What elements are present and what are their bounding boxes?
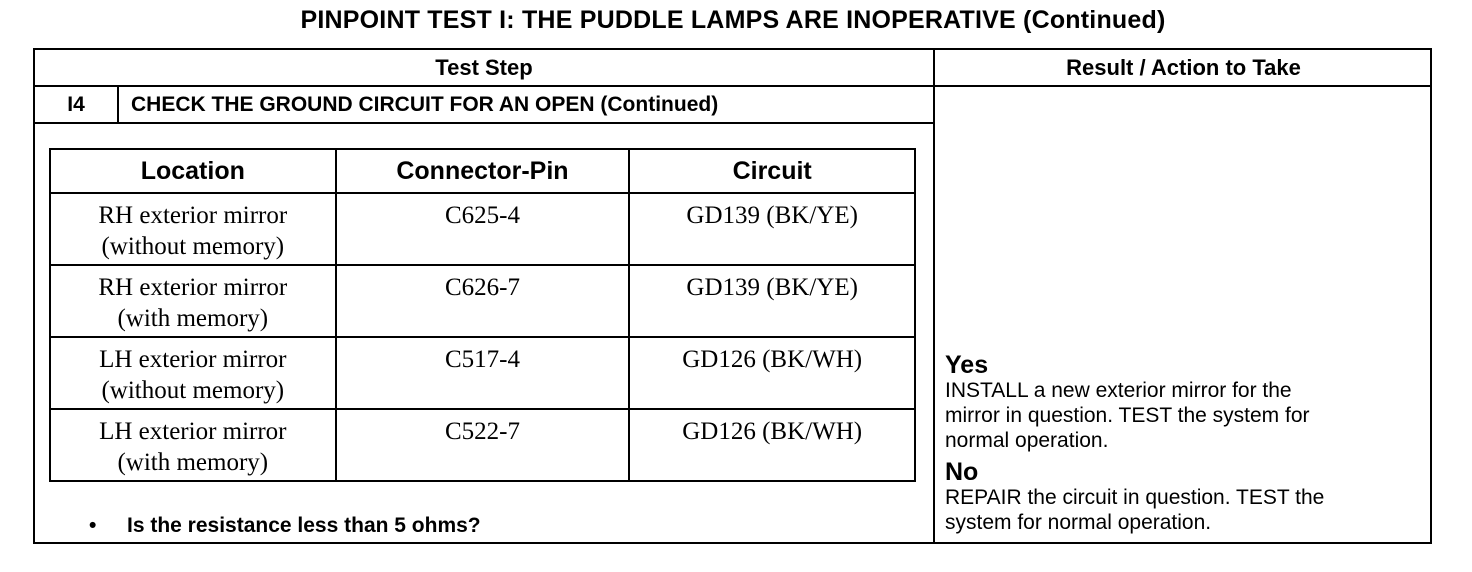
- circuit-cell: GD139 (BK/YE): [628, 264, 916, 338]
- connector-pin-cell: C522-7: [334, 408, 631, 482]
- no-action-line: REPAIR the circuit in question. TEST the: [945, 486, 1325, 509]
- result-no-action: REPAIR the circuit in question. TEST the…: [945, 485, 1425, 535]
- column-header-connector-pin: Connector-Pin: [334, 148, 631, 194]
- location-line-2: (without memory): [101, 233, 285, 260]
- column-header-location: Location: [49, 148, 337, 194]
- location-line-2: (without memory): [101, 377, 285, 404]
- test-question: • Is the resistance less than 5 ohms?: [89, 514, 481, 538]
- step-id: I4: [67, 93, 85, 116]
- bullet-icon: •: [89, 514, 97, 537]
- column-header-circuit: Circuit: [628, 148, 916, 194]
- question-text: Is the resistance less than 5 ohms?: [127, 514, 481, 537]
- page-title: PINPOINT TEST I: THE PUDDLE LAMPS ARE IN…: [300, 6, 1166, 34]
- table-row: LH exterior mirror (with memory) C522-7 G…: [49, 408, 916, 482]
- connector-table-header: Location Connector-Pin Circuit: [49, 148, 916, 194]
- location-line-1: RH exterior mirror: [98, 202, 288, 229]
- location-line-2: (with memory): [117, 305, 269, 332]
- location-line-1: LH exterior mirror: [99, 418, 287, 445]
- step-id-divider: [117, 87, 119, 122]
- header-result-action: Result / Action to Take: [1066, 55, 1301, 80]
- circuit-cell: GD126 (BK/WH): [628, 408, 916, 482]
- header-divider: [35, 85, 1430, 87]
- result-no-label: No: [945, 458, 979, 486]
- result-yes-action: INSTALL a new exterior mirror for the mi…: [945, 378, 1425, 453]
- header-test-step: Test Step: [435, 55, 533, 80]
- yes-action-line: mirror in question. TEST the system for: [945, 404, 1310, 427]
- step-row-divider: [35, 122, 933, 124]
- location-line-2: (with memory): [117, 449, 269, 476]
- circuit-cell: GD126 (BK/WH): [628, 336, 916, 410]
- yes-action-line: INSTALL a new exterior mirror for the: [945, 379, 1292, 402]
- table-row: RH exterior mirror (without memory) C625-…: [49, 192, 916, 266]
- step-title: CHECK THE GROUND CIRCUIT FOR AN OPEN (Co…: [131, 93, 719, 116]
- connector-pin-cell: C626-7: [334, 264, 631, 338]
- location-cell: LH exterior mirror (with memory): [49, 408, 337, 482]
- pinpoint-test-table: Test Step Result / Action to Take I4 CHE…: [33, 48, 1432, 544]
- location-cell: RH exterior mirror (with memory): [49, 264, 337, 338]
- result-yes-label: Yes: [945, 351, 989, 379]
- location-line-1: RH exterior mirror: [98, 274, 288, 301]
- connector-pin-cell: C517-4: [334, 336, 631, 410]
- yes-action-line: normal operation.: [945, 429, 1109, 452]
- circuit-cell: GD139 (BK/YE): [628, 192, 916, 266]
- location-cell: RH exterior mirror (without memory): [49, 192, 337, 266]
- no-action-line: system for normal operation.: [945, 511, 1212, 534]
- result-action-panel: Yes INSTALL a new exterior mirror for th…: [945, 352, 1425, 541]
- table-row: RH exterior mirror (with memory) C626-7 G…: [49, 264, 916, 338]
- connector-pin-cell: C625-4: [334, 192, 631, 266]
- location-cell: LH exterior mirror (without memory): [49, 336, 337, 410]
- table-row: LH exterior mirror (without memory) C517-…: [49, 336, 916, 410]
- connector-table: Location Connector-Pin Circuit RH exteri…: [49, 148, 916, 482]
- location-line-1: LH exterior mirror: [99, 346, 287, 373]
- column-divider: [933, 50, 935, 542]
